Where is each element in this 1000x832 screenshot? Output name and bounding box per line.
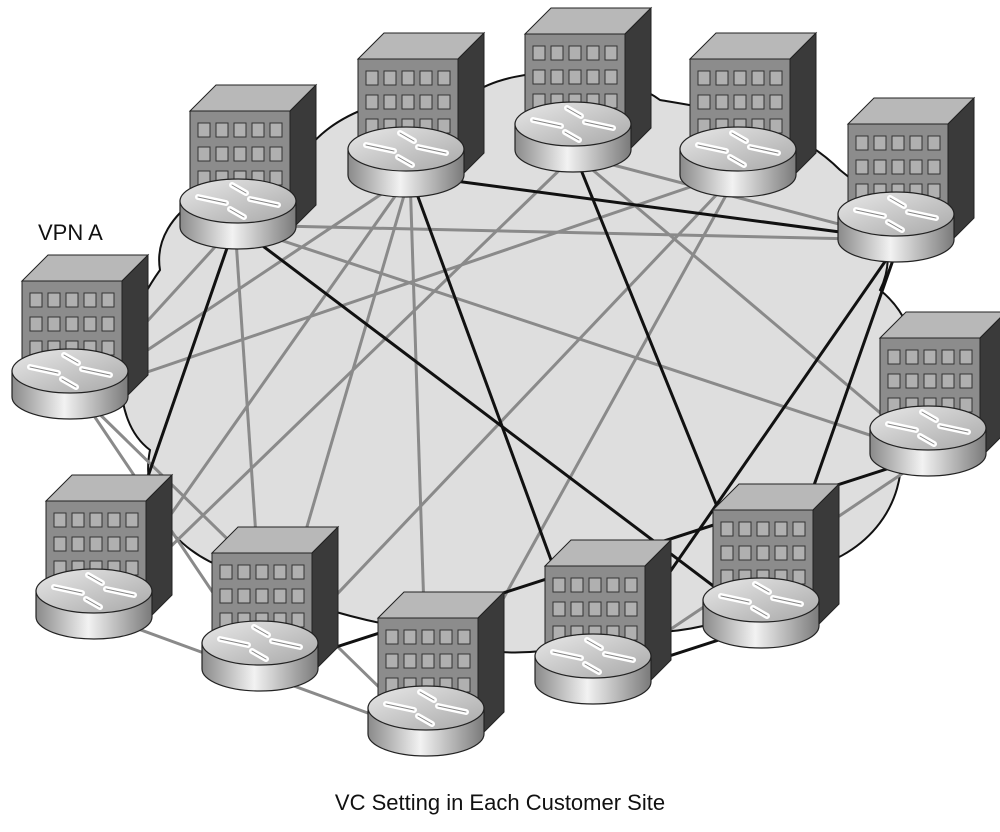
site-s9	[702, 482, 841, 649]
router-icon	[869, 405, 987, 477]
router-icon	[534, 633, 652, 705]
light-link-s1-s7	[234, 223, 931, 457]
site-s12	[367, 590, 506, 757]
site-s10	[201, 525, 340, 692]
light-link-s1-s5	[234, 223, 901, 242]
router-icon	[201, 620, 319, 692]
site-s3	[514, 6, 653, 173]
sites-group	[11, 6, 1000, 757]
diagram-caption: VC Setting in Each Customer Site	[334, 790, 666, 815]
site-s5	[837, 96, 976, 263]
site-s6	[11, 253, 150, 420]
site-s2	[347, 31, 486, 198]
light-link-s3-s8	[98, 153, 577, 617]
site-s1	[179, 83, 318, 250]
router-icon	[679, 126, 797, 198]
vpn-label: VPN A	[38, 220, 103, 245]
router-icon	[837, 191, 955, 263]
router-icon	[35, 568, 153, 640]
router-icon	[179, 178, 297, 250]
site-s7	[869, 311, 1000, 477]
router-icon	[11, 348, 129, 420]
site-s8	[35, 473, 174, 640]
router-icon	[367, 685, 485, 757]
router-icon	[347, 126, 465, 198]
site-s11	[534, 538, 673, 705]
site-s4	[679, 31, 818, 198]
dark-link-s2-s5	[409, 173, 901, 242]
light-link-s4-s10	[263, 168, 742, 672]
router-icon	[514, 101, 632, 173]
router-icon	[702, 577, 820, 649]
building-icon	[523, 6, 653, 156]
